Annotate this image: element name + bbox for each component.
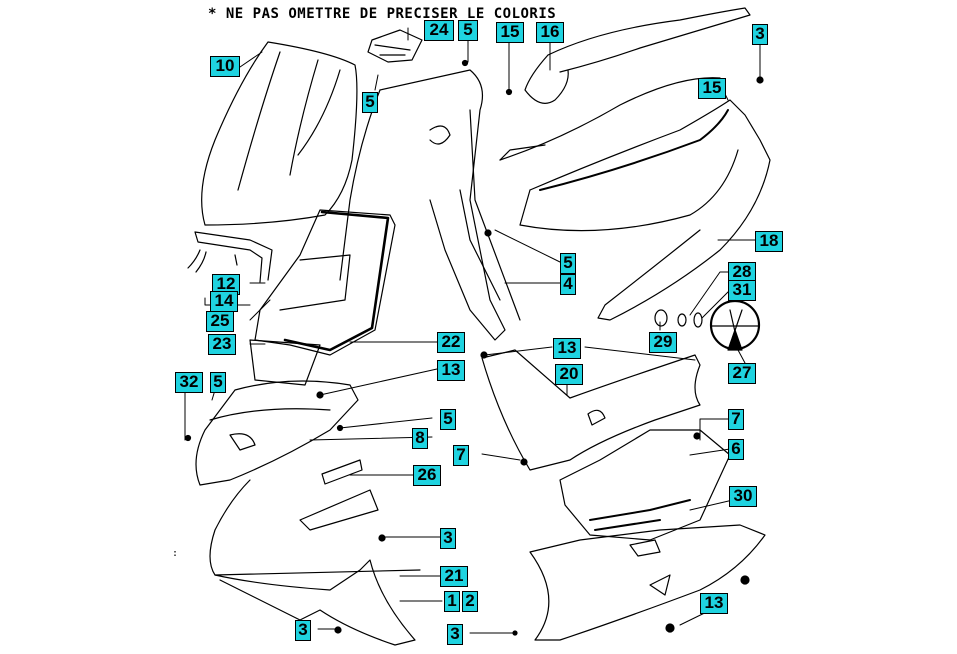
callout-5[interactable]: 5 [362, 92, 378, 113]
callout-21[interactable]: 21 [440, 566, 468, 587]
callout-23[interactable]: 23 [208, 334, 236, 355]
callout-7[interactable]: 7 [453, 445, 469, 466]
floor-side-part [481, 349, 701, 471]
callout-5[interactable]: 5 [210, 372, 226, 393]
lower-skirt-part [529, 524, 766, 641]
callout-13[interactable]: 13 [553, 338, 581, 359]
callout-6[interactable]: 6 [728, 439, 744, 460]
strip-part [321, 459, 363, 485]
front-fender-part [209, 479, 421, 646]
fasteners [184, 59, 764, 636]
callout-18[interactable]: 18 [755, 231, 783, 252]
callout-15[interactable]: 15 [496, 22, 524, 43]
side-cover-part [519, 99, 771, 321]
callout-29[interactable]: 29 [649, 332, 677, 353]
bracket-part [367, 29, 423, 63]
callout-13[interactable]: 13 [700, 593, 728, 614]
callout-30[interactable]: 30 [729, 486, 757, 507]
floor-part [559, 429, 731, 557]
callout-32[interactable]: 32 [175, 372, 203, 393]
callout-3[interactable]: 3 [440, 528, 456, 549]
callout-25[interactable]: 25 [206, 311, 234, 332]
callout-3[interactable]: 3 [752, 24, 768, 45]
callout-12[interactable]: 12 [212, 274, 240, 295]
washers-part [654, 309, 703, 328]
callout-8[interactable]: 8 [412, 428, 428, 449]
callout-5[interactable]: 5 [560, 253, 576, 274]
callout-24[interactable]: 24 [424, 20, 454, 41]
callout-13[interactable]: 13 [437, 360, 465, 381]
glovebox-part [249, 209, 396, 386]
callout-5[interactable]: 5 [440, 409, 456, 430]
stray-mark: : [172, 548, 179, 559]
leader-lines [184, 27, 761, 634]
callout-1[interactable]: 1 [444, 591, 460, 612]
callout-16[interactable]: 16 [536, 22, 564, 43]
inner-legshield-part [339, 69, 521, 341]
callout-28[interactable]: 28 [728, 262, 756, 283]
callout-3[interactable]: 3 [295, 620, 311, 641]
callout-5[interactable]: 5 [458, 20, 478, 41]
callout-4[interactable]: 4 [560, 274, 576, 295]
callout-26[interactable]: 26 [413, 465, 441, 486]
callout-7[interactable]: 7 [728, 409, 744, 430]
diagram-title: * NE PAS OMETTRE DE PRECISER LE COLORIS [208, 6, 557, 22]
rear-cover-part [499, 7, 751, 161]
callout-14[interactable]: 14 [210, 291, 238, 312]
front-shield-part [195, 380, 359, 486]
callout-31[interactable]: 31 [728, 280, 756, 301]
callout-15[interactable]: 15 [698, 78, 726, 99]
callout-27[interactable]: 27 [728, 363, 756, 384]
callout-3[interactable]: 3 [447, 624, 463, 645]
callout-20[interactable]: 20 [555, 364, 583, 385]
emblem-part [709, 299, 761, 351]
callout-10[interactable]: 10 [210, 56, 240, 77]
rail-part [187, 231, 273, 283]
callout-22[interactable]: 22 [437, 332, 465, 353]
callout-2[interactable]: 2 [462, 591, 478, 612]
windshield-part [201, 41, 358, 226]
